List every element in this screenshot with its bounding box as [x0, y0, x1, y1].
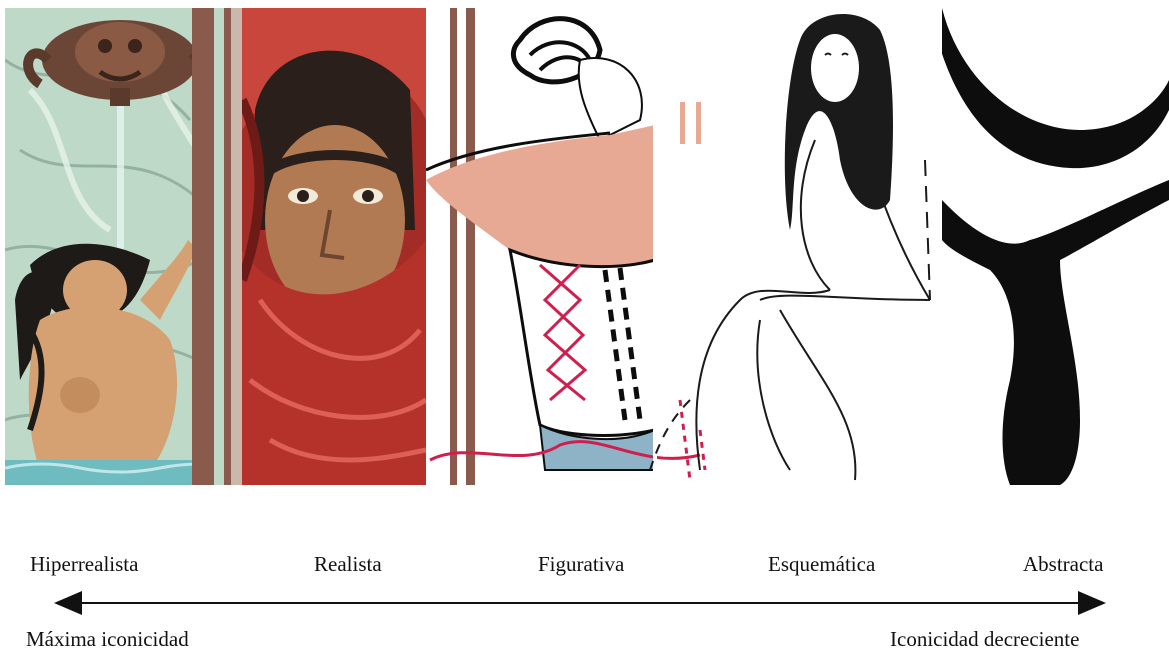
panel-hiperrealista: [5, 8, 242, 485]
label-figurativa: Figurativa: [538, 552, 624, 577]
label-abstracta: Abstracta: [1023, 552, 1103, 577]
label-hiperrealista: Hiperrealista: [30, 552, 138, 577]
label-realista: Realista: [314, 552, 382, 577]
panel-abstracta: [930, 8, 1169, 485]
caption-iconicidad-decreciente: Iconicidad decreciente: [890, 627, 1079, 652]
caption-maxima-iconicidad: Máxima iconicidad: [26, 627, 189, 652]
panel-realista: [242, 8, 426, 485]
panel-figurativa: [426, 8, 711, 485]
label-esquematica: Esquemática: [768, 552, 875, 577]
